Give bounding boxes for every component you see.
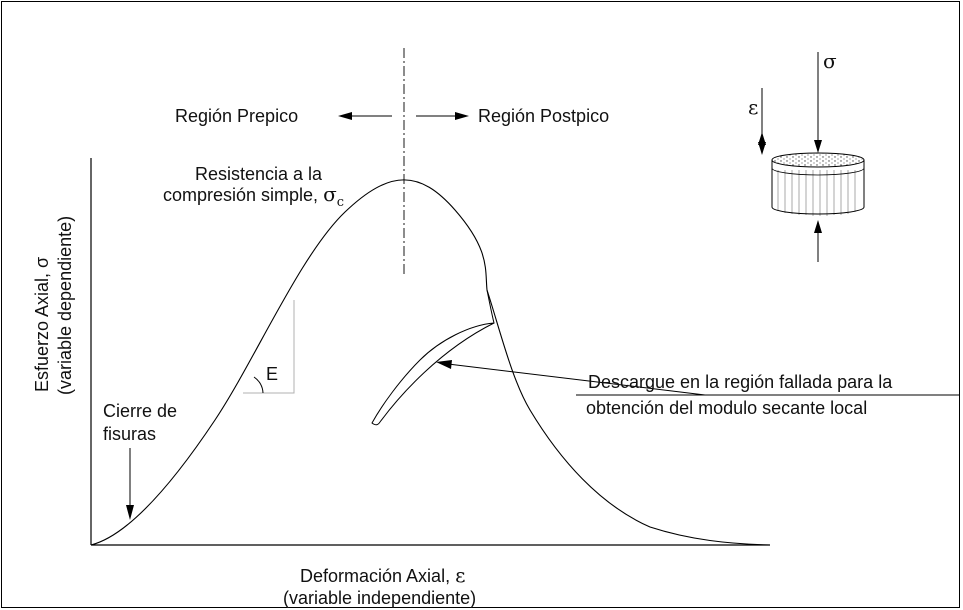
postpeak-arrowhead (455, 112, 469, 120)
specimen-strain-bottom-arrowhead (758, 132, 766, 145)
specimen-bottom-load-arrowhead (814, 220, 822, 233)
specimen-cylinder (771, 152, 865, 216)
peak-strength-label-line1: Resistencia a la (195, 164, 323, 184)
x-axis-label-line2: (variable independiente) (283, 588, 476, 608)
crack-closure-label-line2: fisuras (103, 424, 156, 444)
modulus-angle-arc (253, 376, 264, 394)
specimen-strain-symbol: ε (748, 95, 758, 119)
specimen-top-load-arrowhead (814, 140, 822, 153)
y-axis-label-line2: (variable dependiente) (55, 216, 75, 395)
x-axis-label-line1: Deformación Axial, ε (300, 563, 465, 587)
unloading-note-line1: Descargue en la región fallada para la (588, 372, 893, 392)
modulus-label: E (266, 364, 278, 384)
y-axis-label-line1: Esfuerzo Axial, σ (32, 257, 52, 392)
unloading-pointer-line (447, 363, 706, 396)
crack-closure-label-line1: Cierre de (103, 401, 177, 421)
postpeak-region-label: Región Postpico (478, 106, 609, 126)
specimen-stress-symbol: σ (823, 49, 837, 73)
unloading-loop (371, 289, 495, 426)
peak-strength-label-line2: compresión simple, σc (163, 182, 344, 210)
specimen-strain-top-arrowhead (758, 142, 766, 155)
modulus-triangle (243, 300, 295, 394)
unloading-pointer-arrowhead (436, 360, 452, 369)
crack-closure-arrowhead (126, 505, 134, 520)
stress-strain-curve (90, 179, 771, 546)
unloading-note-line2: obtención del modulo secante local (586, 398, 867, 418)
prepeak-arrowhead (338, 112, 352, 120)
prepeak-region-label: Región Prepico (175, 106, 298, 126)
